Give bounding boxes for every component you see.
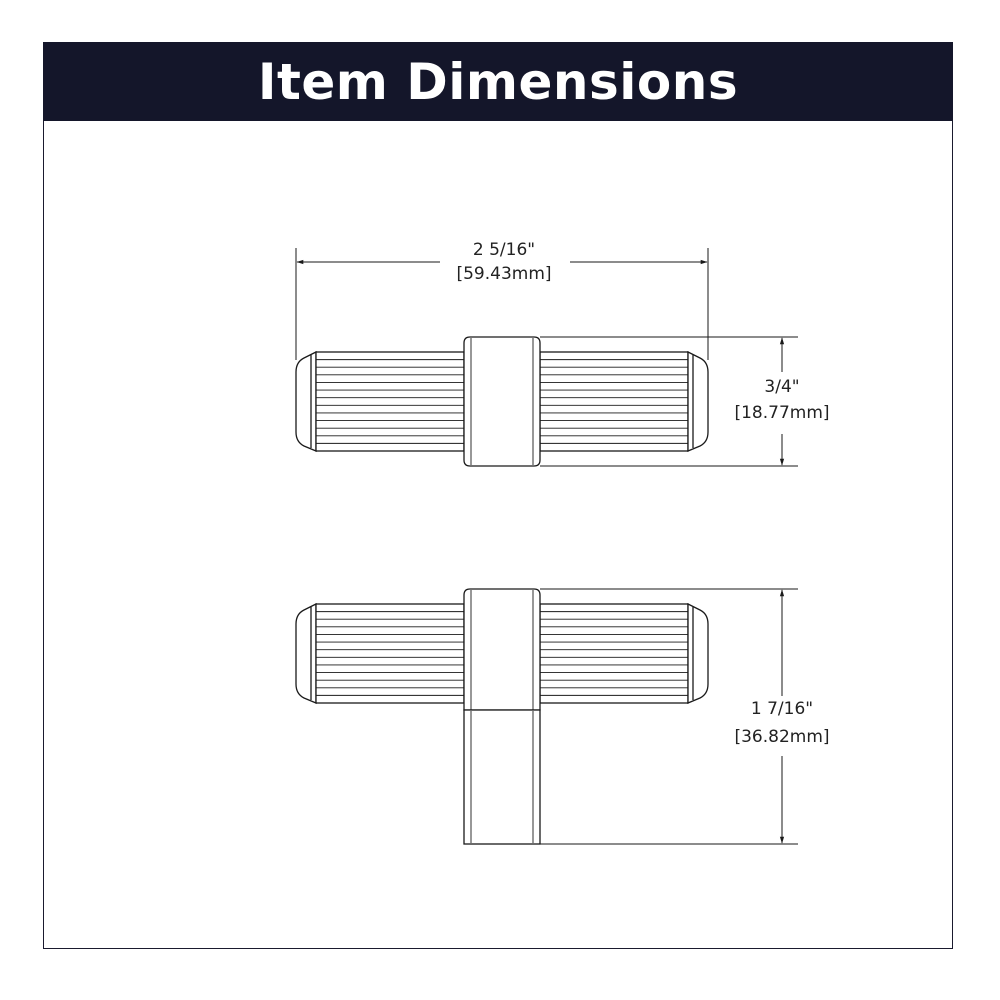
left-end-cap (295, 602, 317, 704)
left-ribbed-bar (315, 351, 465, 452)
diameter-imperial-label: 3/4" (764, 377, 799, 397)
left-end-cap (295, 350, 317, 452)
ribs-right (540, 611, 688, 696)
left-ribbed-bar (315, 603, 465, 704)
center-collar (463, 336, 541, 467)
projection-metric-label: [36.82mm] (734, 727, 829, 747)
mounting-post (463, 709, 541, 845)
projection-imperial-label: 1 7/16" (751, 699, 813, 719)
right-ribbed-bar (539, 603, 689, 704)
length-imperial-label: 2 5/16" (473, 240, 535, 260)
knob-front-view (295, 588, 709, 845)
diameter-metric-label: [18.77mm] (734, 403, 829, 423)
right-end-cap (687, 350, 709, 452)
right-end-cap (687, 602, 709, 704)
center-collar (463, 588, 541, 711)
length-metric-label: [59.43mm] (456, 264, 551, 284)
dimension-lines (295, 248, 798, 845)
ribs-left (316, 359, 464, 444)
knob-top-view (295, 336, 709, 467)
right-ribbed-bar (539, 351, 689, 452)
page-title: Item Dimensions (43, 42, 953, 121)
ribs-left (316, 611, 464, 696)
ribs-right (540, 359, 688, 444)
